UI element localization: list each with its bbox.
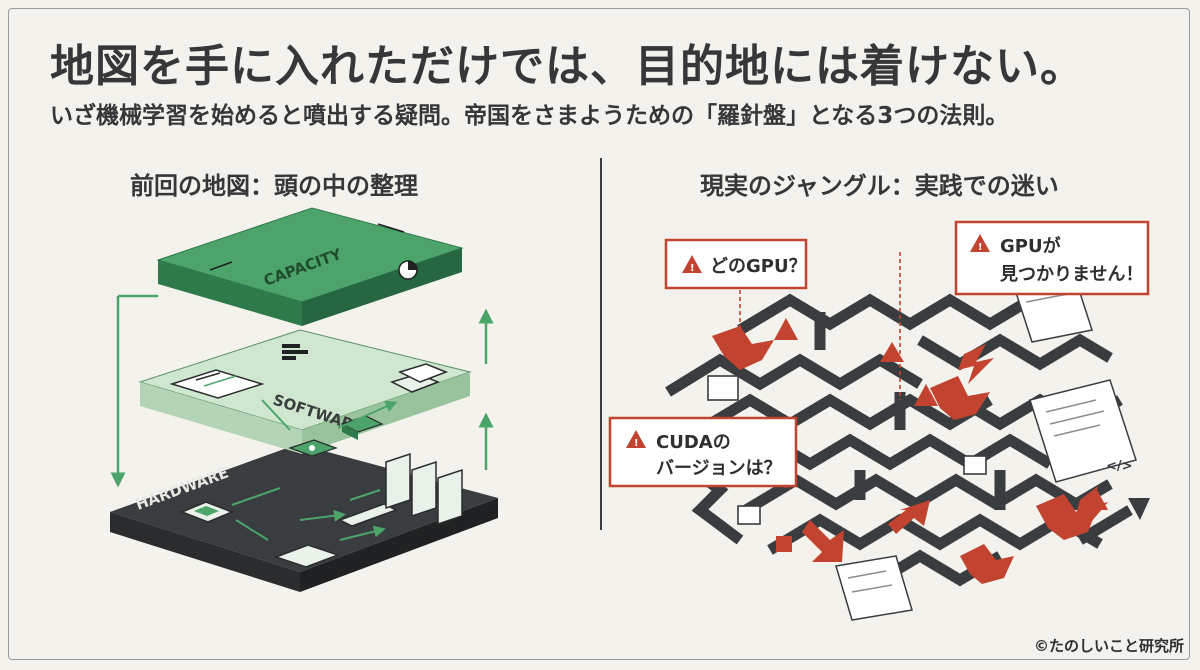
box-icon <box>963 455 987 475</box>
page-title: 地図を手に入れただけでは、目的地には着けない。 <box>50 41 1085 92</box>
pie-chart-icon <box>398 260 418 280</box>
warning-triangle-icon <box>880 342 904 362</box>
warning-icon <box>626 430 646 448</box>
error-log-sheet-icon <box>835 555 913 621</box>
warning-icon <box>970 234 990 252</box>
error-burst-icon <box>960 544 1014 584</box>
layer-stack-diagram: HARDWARE S <box>110 207 498 592</box>
red-arrow-icon <box>888 500 930 534</box>
software-layer: SOFTWARE <box>138 329 472 457</box>
right-panel-heading: 現実のジャングル：実践での迷い <box>700 172 1059 200</box>
svg-text:!: ! <box>978 242 983 253</box>
maze-small-icons <box>707 375 987 552</box>
gear-icon <box>776 536 792 552</box>
callout-cuda-line2: バージョンは？ <box>656 458 782 479</box>
panel-divider <box>600 158 602 530</box>
warning-triangle-icon <box>1084 488 1108 510</box>
server-rack-icon <box>385 452 463 526</box>
warning-triangle-icon <box>774 318 798 340</box>
callout-which-gpu-text: どのGPU？ <box>710 256 807 277</box>
outer-frame <box>8 8 1190 660</box>
error-burst-icon <box>1036 494 1098 540</box>
callout-gpu-not-found-line2: 見つかりません！ <box>999 264 1143 285</box>
code-tag-icon: </> <box>1106 459 1133 474</box>
folder-icon <box>389 363 449 393</box>
flow-arrows <box>110 294 494 488</box>
callout-gpu-not-found: ! GPUが 見つかりません！ <box>954 220 1150 296</box>
callout-which-gpu: ! どのGPU？ <box>664 238 808 290</box>
warning-triangle-icon <box>914 384 938 406</box>
left-panel-heading: 前回の地図：頭の中の整理 <box>130 172 418 200</box>
settings-icon <box>737 505 761 525</box>
memory-module-icon <box>273 544 341 568</box>
exit-arrow <box>1077 505 1133 545</box>
bar-chart-icon <box>282 344 308 360</box>
warning-icon <box>682 255 702 273</box>
ram-stick-icon <box>338 503 398 527</box>
svg-text:!: ! <box>634 438 639 449</box>
capacity-layer: CAPACITY <box>156 207 464 360</box>
page-subtitle: いざ機械学習を始めると噴出する疑問。帝国をさまようための「羅針盤」となる3つの法… <box>50 103 1009 129</box>
error-burst-icon <box>712 326 774 370</box>
callout-cuda-version: ! CUDAの バージョンは？ <box>608 416 798 488</box>
maze-diagram: </> <box>608 220 1150 621</box>
error-burst-icon <box>930 376 990 420</box>
network-node-icon <box>288 439 338 457</box>
cpu-chip-icon <box>179 501 235 523</box>
callout-gpu-not-found-line1: GPUが <box>1000 235 1061 257</box>
exit-arrow-head <box>1128 498 1150 520</box>
copyright-notice: ©たのしいこと研究所 <box>1033 637 1184 655</box>
callout-cuda-line1: CUDAの <box>656 432 731 453</box>
code-sheet-icon: </> <box>1029 379 1137 483</box>
hardware-layer: HARDWARE <box>110 444 498 592</box>
lightning-icon <box>958 344 994 384</box>
warning-triangles <box>774 318 1108 510</box>
svg-text:!: ! <box>690 263 695 274</box>
circuit-icon <box>707 375 739 401</box>
red-arrow-icon <box>802 520 844 562</box>
code-window-icon <box>169 369 265 399</box>
